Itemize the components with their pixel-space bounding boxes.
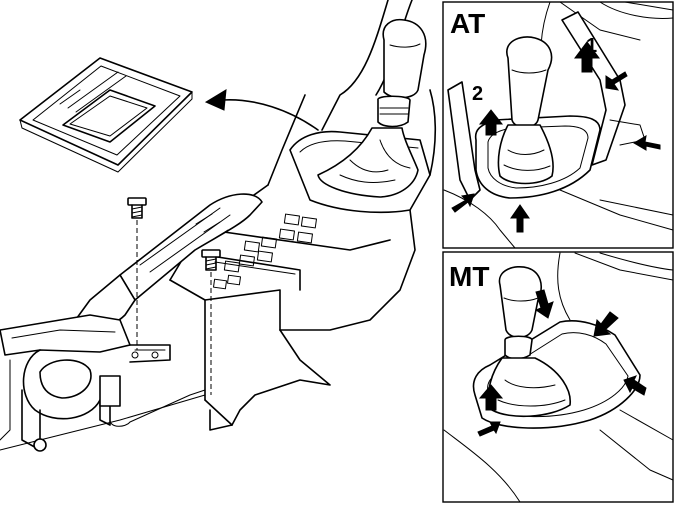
switch-panel (213, 213, 317, 290)
at-arrow-right-side (633, 135, 661, 151)
main-console-view (0, 0, 437, 452)
mt-arrow-up (478, 384, 504, 411)
at-arrow-left-top (605, 71, 628, 91)
mt-inset-panel: MT (442, 251, 674, 503)
main-shift-knob (317, 18, 427, 198)
mt-arrow-right-side (623, 375, 647, 396)
at-arrow-left-low (451, 193, 475, 213)
shift-trim-plate (19, 57, 193, 173)
screw-right (201, 249, 221, 395)
removal-arrow (204, 89, 319, 131)
mt-arrow-down-right (593, 311, 619, 337)
mt-arrow-left-low (477, 421, 501, 437)
center-console (169, 0, 437, 431)
mt-label: MT (449, 261, 489, 292)
at-arrow-up-1 (574, 41, 600, 73)
at-step-1: 1 (586, 35, 597, 57)
at-arrow-up-2 (478, 109, 504, 136)
at-label: AT (450, 8, 485, 39)
at-step-2: 2 (472, 83, 483, 105)
screw-left (127, 197, 147, 350)
at-arrow-up-bottom (510, 204, 530, 233)
console-lower-bracket (0, 314, 206, 452)
at-inset-panel: AT 1 2 (442, 1, 674, 249)
mt-arrow-down-left (534, 289, 554, 319)
